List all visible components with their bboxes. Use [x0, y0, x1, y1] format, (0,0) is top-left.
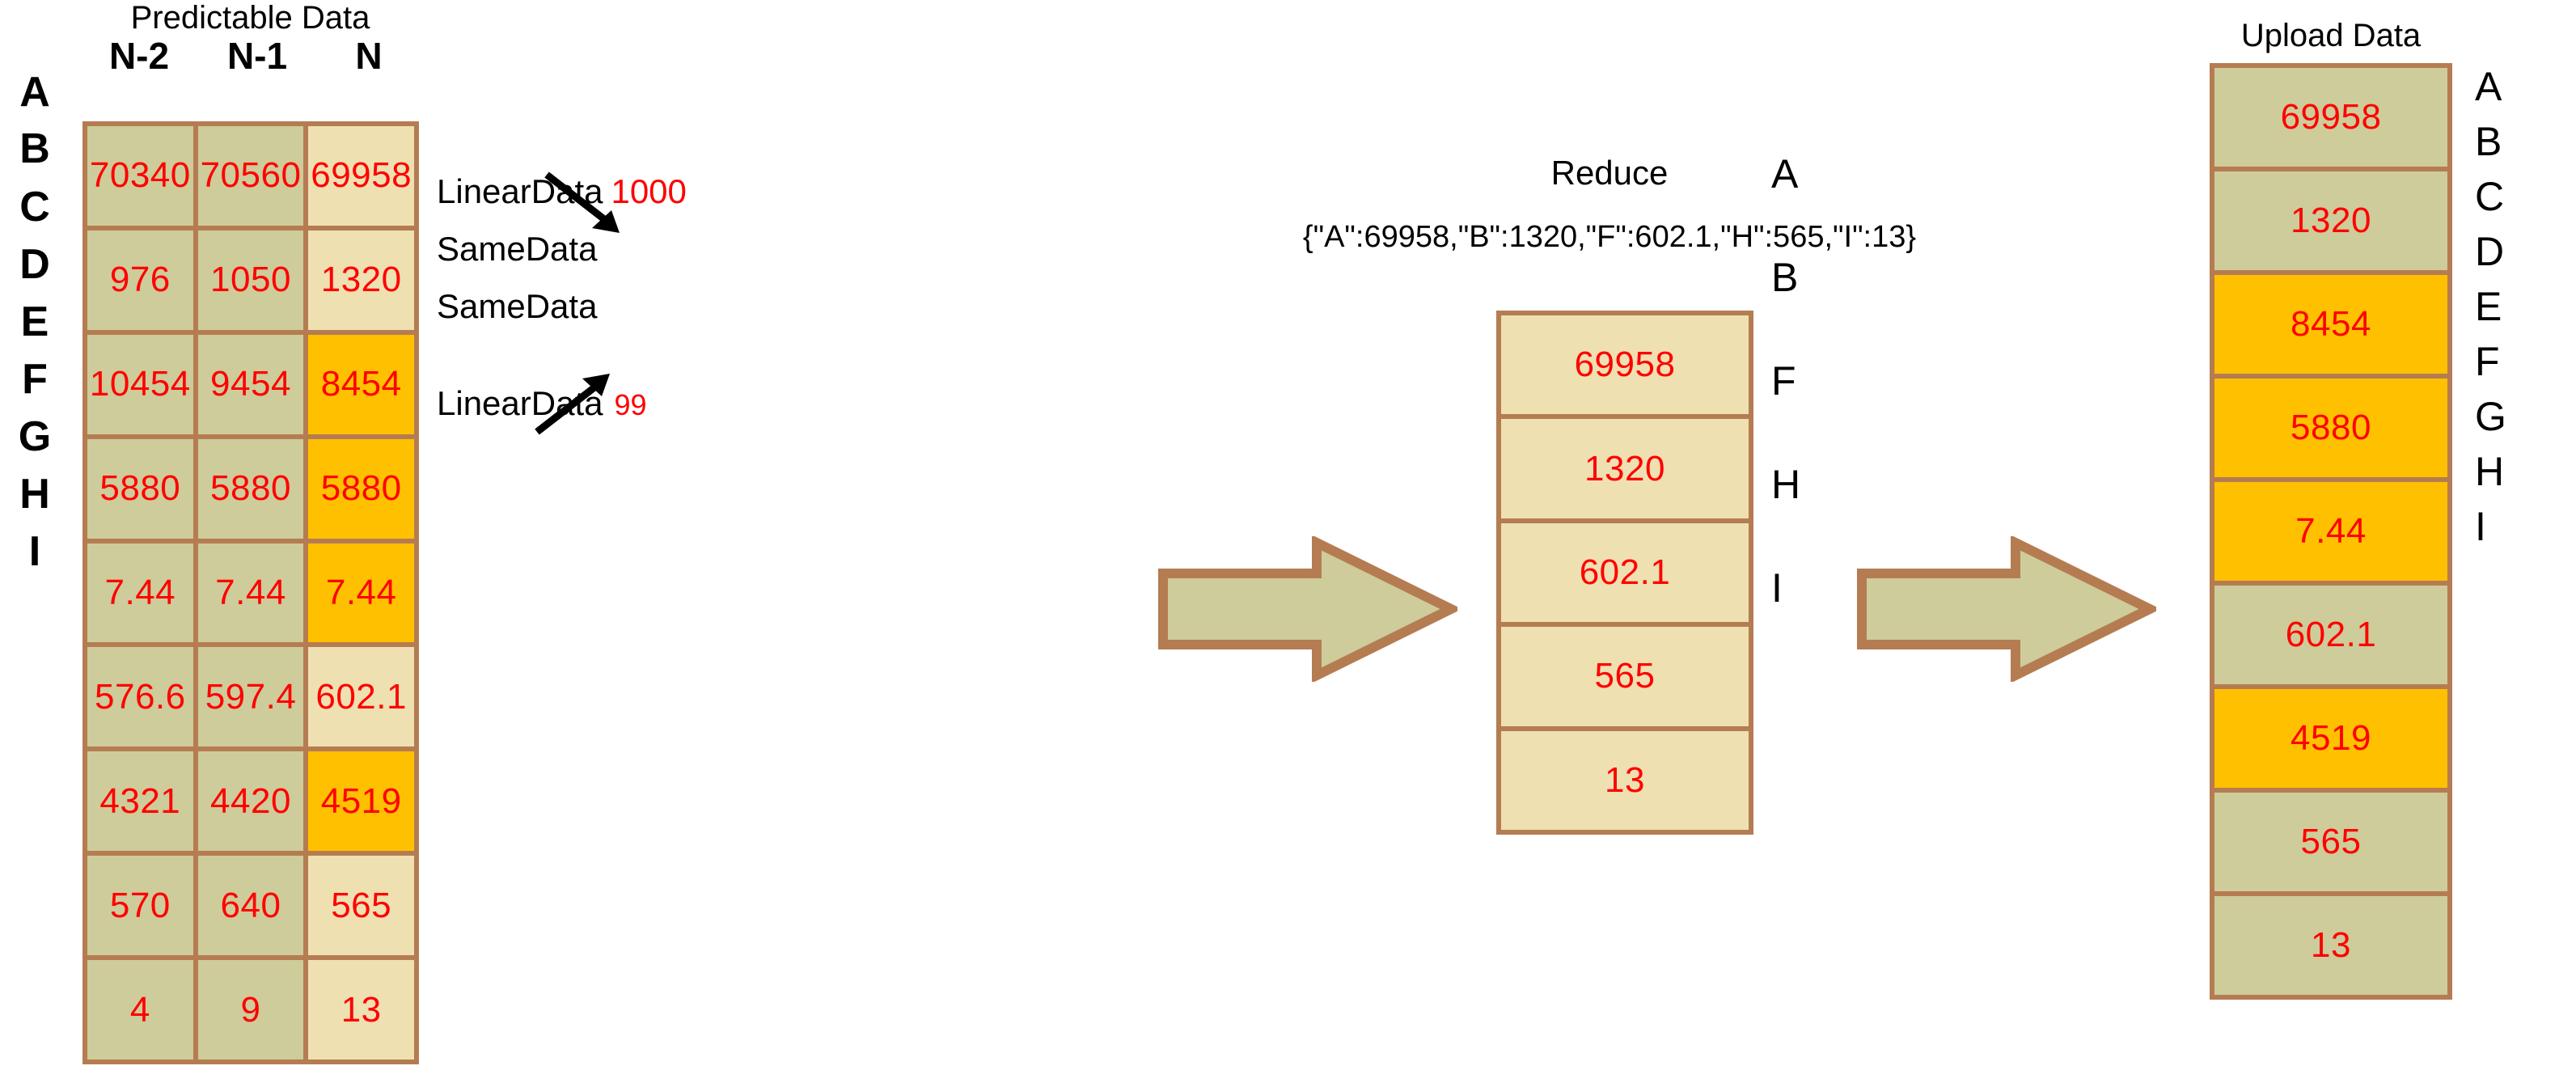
right-row-label-h: H [2475, 449, 2505, 494]
reduce-cell-b: 1320 [1501, 419, 1749, 518]
upload-cell-a: 69958 [2214, 68, 2447, 167]
table-cell-a-1: 70560 [197, 126, 304, 226]
flow-arrow-middle-to-right [1857, 536, 2156, 682]
table-cell-e-2: 7.44 [308, 543, 414, 643]
annotation-value: 99 [614, 388, 647, 421]
upload-cell-g: 4519 [2214, 689, 2447, 788]
annotation-value: 1000 [611, 172, 687, 210]
table-cell-g-2: 4519 [308, 751, 414, 852]
table-cell-d-2: 5880 [308, 438, 414, 539]
left-table-title: Predictable Data [130, 0, 370, 36]
reduce-title: Reduce [1550, 154, 1669, 192]
table-cell-e-1: 7.44 [197, 543, 304, 643]
upload-cell-i: 13 [2214, 896, 2447, 995]
reduce-json-output: {"A":69958,"B":1320,"F":602.1,"H":565,"I… [1302, 220, 1917, 254]
upload-cell-e: 7.44 [2214, 482, 2447, 581]
table-cell-h-1: 640 [197, 856, 304, 956]
column-header-n: N [355, 35, 383, 77]
table-cell-i-2: 13 [308, 960, 414, 1060]
row-label-i: I [28, 528, 41, 575]
annotation-label: SameData [437, 230, 598, 268]
table-cell-a-0: 70340 [87, 126, 193, 226]
flow-arrow-left-to-middle [1158, 536, 1457, 682]
right-table-title: Upload Data [2240, 18, 2422, 53]
right-row-label-d: D [2475, 229, 2505, 274]
right-row-label-a: A [2475, 64, 2502, 109]
reduce-cell-i: 13 [1501, 730, 1749, 830]
reduce-cell-f: 602.1 [1501, 522, 1749, 623]
row-label-h: H [19, 471, 50, 518]
table-cell-c-2: 8454 [308, 334, 414, 434]
annotation-same-data-1: SameData [437, 232, 597, 266]
right-row-label-f: F [2475, 339, 2500, 384]
annotation-linear-data-99: LinearData 99 [437, 387, 647, 421]
table-cell-c-0: 10454 [87, 334, 193, 434]
reduce-cell-h: 565 [1501, 627, 1749, 726]
middle-row-label-a: A [1771, 151, 1799, 197]
table-cell-a-2: 69958 [308, 126, 414, 226]
column-header-n-minus-2: N-2 [108, 35, 170, 77]
table-cell-g-1: 4420 [197, 751, 304, 852]
annotation-label: SameData [437, 287, 598, 325]
upload-cell-h: 565 [2214, 793, 2447, 891]
table-cell-b-1: 1050 [197, 230, 304, 330]
table-cell-e-0: 7.44 [87, 543, 193, 643]
middle-row-label-f: F [1771, 358, 1796, 404]
row-label-a: A [19, 69, 50, 116]
row-label-d: D [19, 241, 50, 288]
right-row-label-c: C [2475, 174, 2505, 219]
right-row-label-g: G [2475, 394, 2506, 439]
table-cell-f-2: 602.1 [308, 647, 414, 747]
table-cell-c-1: 9454 [197, 334, 304, 434]
table-cell-i-0: 4 [87, 960, 193, 1060]
column-header-n-minus-1: N-1 [226, 35, 288, 77]
row-label-g: G [18, 413, 52, 460]
right-row-label-i: I [2475, 504, 2486, 549]
table-cell-d-1: 5880 [197, 438, 304, 539]
right-row-label-b: B [2475, 119, 2502, 164]
table-cell-h-0: 570 [87, 856, 193, 956]
table-cell-f-1: 597.4 [197, 647, 304, 747]
reduce-cell-a: 69958 [1501, 315, 1749, 415]
table-cell-d-0: 5880 [87, 438, 193, 539]
row-label-e: E [20, 298, 49, 345]
annotation-label: LinearData [437, 384, 603, 422]
upload-cell-f: 602.1 [2214, 586, 2447, 684]
table-cell-g-0: 4321 [87, 751, 193, 852]
right-row-label-e: E [2475, 284, 2502, 329]
table-cell-b-2: 1320 [308, 230, 414, 330]
table-cell-b-0: 976 [87, 230, 193, 330]
table-cell-f-0: 576.6 [87, 647, 193, 747]
upload-cell-b: 1320 [2214, 171, 2447, 270]
middle-row-label-b: B [1771, 255, 1799, 300]
row-label-f: F [22, 356, 48, 403]
table-cell-i-1: 9 [197, 960, 304, 1060]
middle-row-label-i: I [1771, 565, 1783, 611]
row-label-b: B [19, 125, 50, 172]
table-cell-h-2: 565 [308, 856, 414, 956]
upload-cell-c: 8454 [2214, 275, 2447, 374]
row-label-c: C [19, 184, 50, 231]
upload-cell-d: 5880 [2214, 379, 2447, 477]
middle-row-label-h: H [1771, 462, 1801, 507]
annotation-label: LinearData [437, 172, 603, 210]
annotation-same-data-2: SameData [437, 290, 597, 324]
